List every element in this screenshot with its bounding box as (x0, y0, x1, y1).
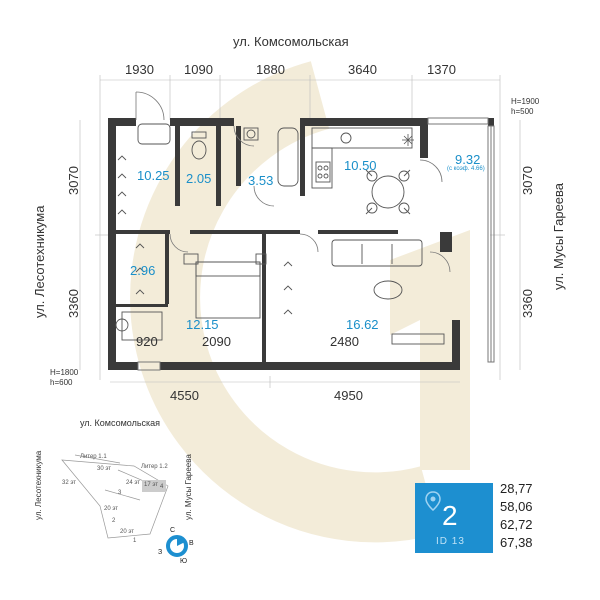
compass-east: В (189, 540, 194, 547)
dim-top-3: 1880 (256, 62, 285, 77)
dim-top-1: 1930 (125, 62, 154, 77)
dim-top-5: 1370 (427, 62, 456, 77)
room-area-6: 2.96 (130, 263, 156, 278)
dim-inner-2: 2090 (202, 334, 231, 349)
window-height-top-h: h=500 (511, 107, 534, 116)
dim-inner-3: 2480 (330, 334, 359, 349)
dim-top-2: 1090 (184, 62, 213, 77)
room-area-8: 16.62 (346, 317, 379, 332)
stat-4: 67,38 (500, 535, 533, 550)
site-label-liter12: Литер 1.2 (141, 464, 168, 470)
site-label-20a: 20 эт (104, 506, 119, 512)
dim-bottom-1: 4550 (170, 388, 199, 403)
site-label-2: 2 (112, 518, 116, 524)
dim-top-4: 3640 (348, 62, 377, 77)
compass-north: С (170, 527, 176, 534)
room-note-5: (с коэф. 4.66) (447, 166, 485, 172)
compass-west: З (158, 549, 163, 556)
site-label-4: 4 (160, 484, 164, 490)
site-label-1: 1 (133, 538, 137, 544)
street-top: ул. Комсомольская (233, 34, 349, 49)
site-label-32: 32 эт (62, 480, 77, 486)
window-height-bottom-h: h=600 (50, 378, 73, 387)
room-area-1: 10.25 (137, 168, 170, 183)
room-area-4: 10.50 (344, 158, 377, 173)
site-label-24: 24 эт (126, 480, 141, 486)
dim-bottom-2: 4950 (334, 388, 363, 403)
site-label-liter11: Литер 1.1 (80, 454, 107, 460)
site-label-17: 17 эт (144, 482, 159, 488)
stat-3: 62,72 (500, 517, 533, 532)
site-label-3: 3 (118, 490, 122, 496)
stat-2: 58,06 (500, 499, 533, 514)
window-height-top-H: H=1900 (511, 97, 540, 106)
rooms-badge (415, 483, 493, 553)
site-label-30: 30 эт (97, 466, 112, 472)
site-street-top: ул. Комсомольская (80, 418, 161, 428)
apartment-id: ID 13 (436, 536, 465, 547)
site-label-20b: 20 эт (120, 529, 135, 535)
room-area-5: 9.32 (455, 152, 481, 167)
compass-south: Ю (180, 558, 188, 565)
window-height-bottom-H: H=1800 (50, 368, 79, 377)
room-area-7: 12.15 (186, 317, 219, 332)
room-area-3: 3.53 (248, 173, 274, 188)
dim-inner-1: 920 (136, 334, 158, 349)
rooms-count: 2 (442, 500, 458, 531)
room-area-2: 2.05 (186, 171, 212, 186)
site-plan-current-building (142, 480, 166, 492)
location-pin-icon (425, 491, 441, 511)
stat-1: 28,77 (500, 481, 533, 496)
